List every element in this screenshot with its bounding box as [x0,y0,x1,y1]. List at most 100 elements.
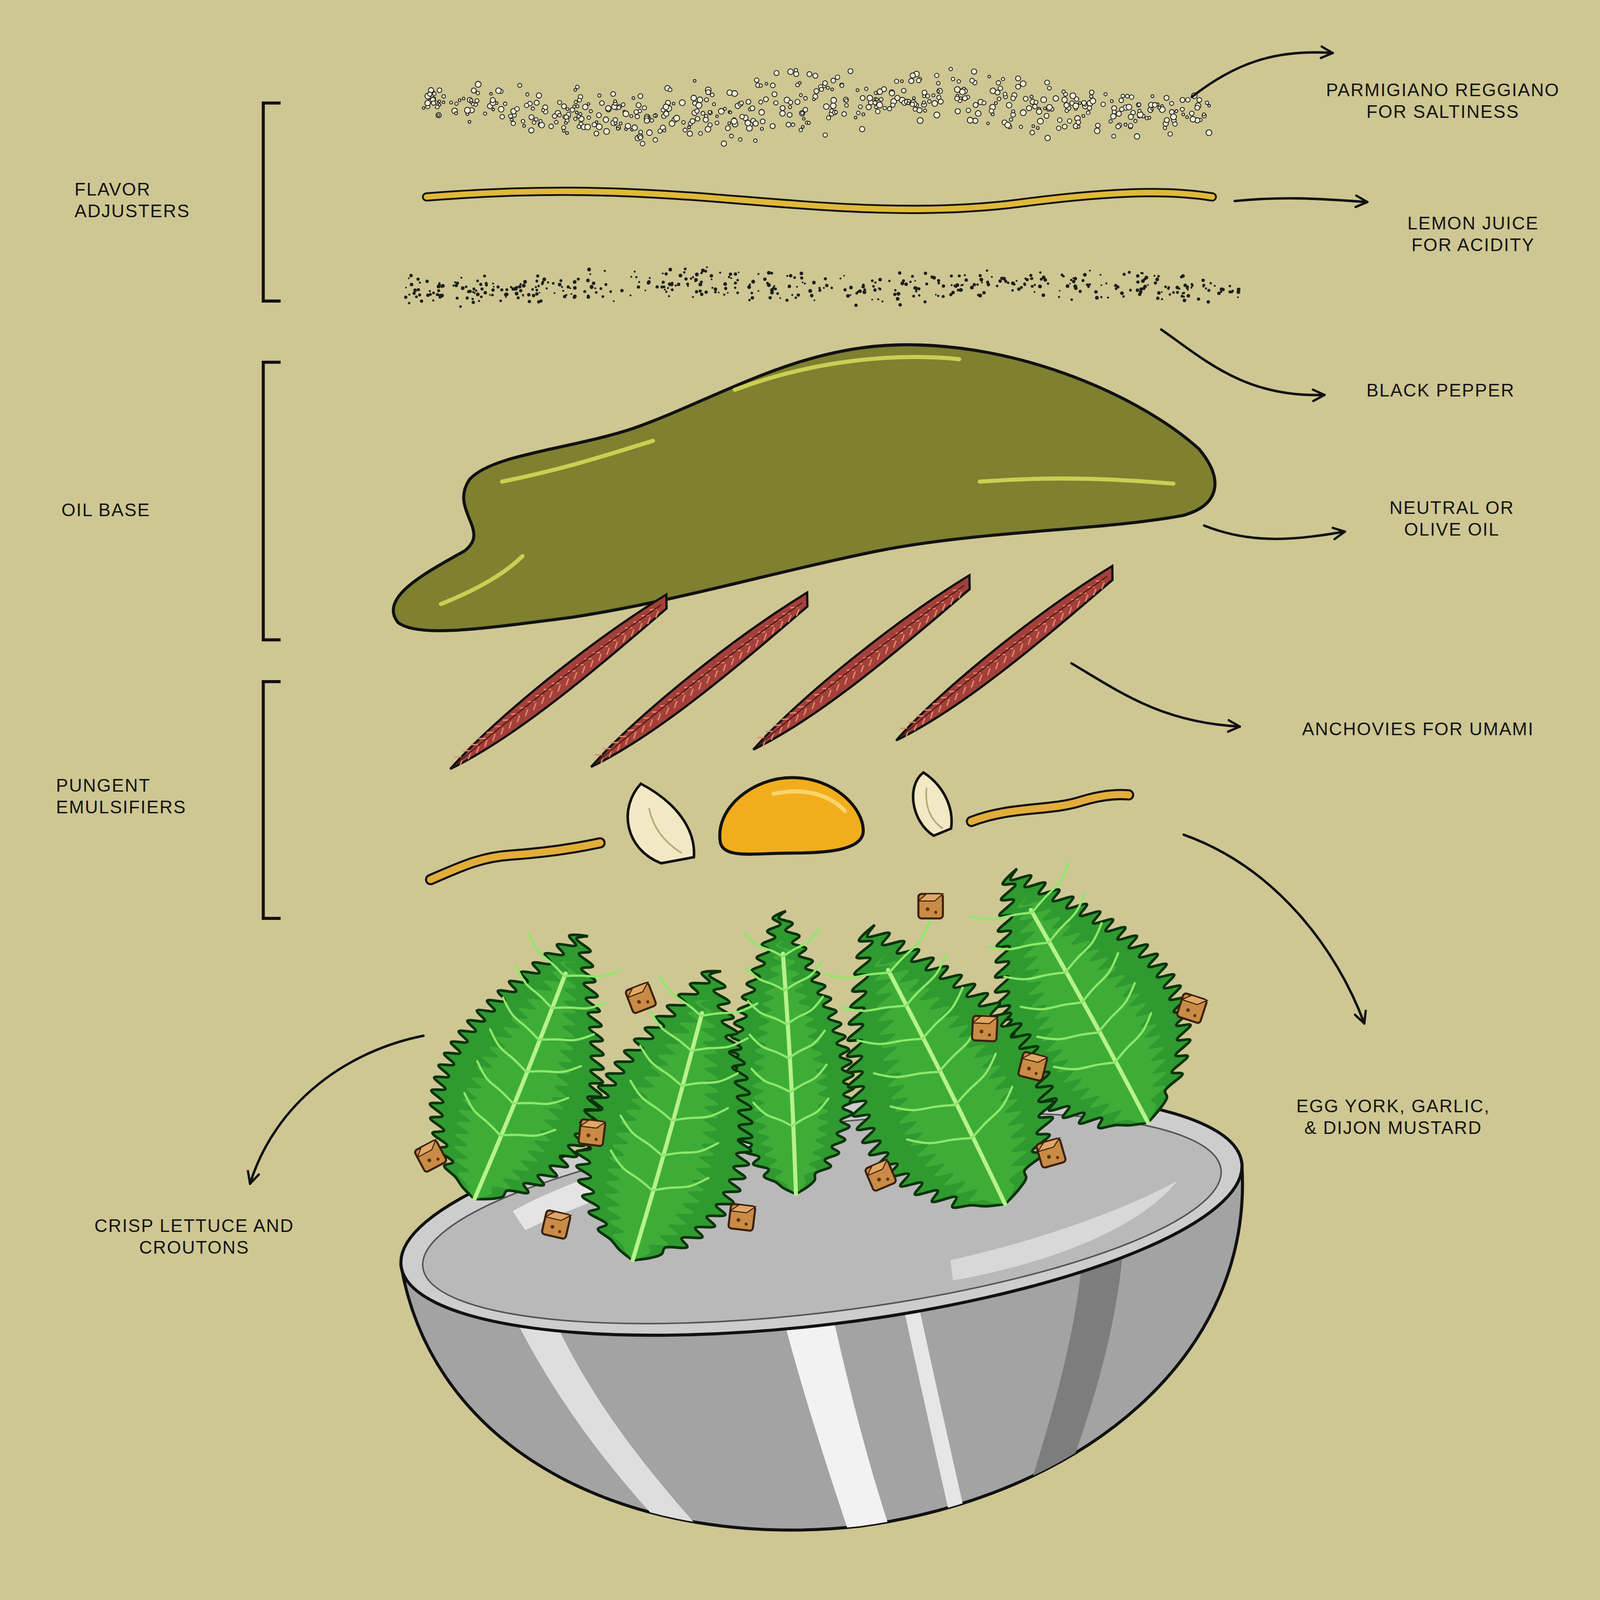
crouton-top [1021,1051,1048,1064]
cheese-crumb [962,95,968,101]
cheese-crumb [1040,96,1047,103]
cheese-crumb [997,97,1001,101]
leaf-vein [746,965,785,993]
pepper-grain [979,277,984,282]
cheese-crumb [731,118,738,125]
cheese-crumb [1009,117,1013,122]
pepper-grain [874,281,877,284]
anchovy [442,591,678,776]
cheese-crumb [1185,115,1189,119]
cheese-crumb [867,95,873,102]
cheese-crumb [1090,97,1096,104]
cheese-crumb [967,117,974,124]
pepper-grain [937,294,940,298]
leader-arrow [1234,198,1368,202]
pepper-grain [785,298,789,302]
pepper-grain [757,272,760,276]
crouton-speck [885,1177,890,1182]
leaf-vein [671,1094,728,1135]
pepper-grain [737,271,740,274]
pepper-grain [1029,273,1033,277]
cheese-crumb [662,129,667,133]
cheese-crumb [679,99,686,106]
cheese-crumb [1136,102,1141,108]
cheese-crumb [573,116,577,121]
cheese-crumb [973,102,979,108]
pepper-grain [538,291,541,294]
cheese-crumb [826,115,831,120]
pepper-grain [472,287,476,291]
cheese-crumb [632,96,635,100]
leaf-vein [513,1079,569,1122]
cheese-crumb [690,118,696,124]
cheese-crumb [437,88,442,93]
pepper-grain [663,288,666,291]
cheese-crumb [474,102,478,107]
crouton [728,1203,756,1231]
anchovy-body [583,588,819,774]
cheese-crumb [848,68,854,74]
pepper-grain [1228,284,1232,288]
cheese-crumb [565,131,569,135]
pepper-grain [953,284,957,288]
pepper-grain [471,300,475,304]
cheese-crumb [876,102,883,108]
cheese-crumb [931,100,938,107]
pepper-grain [455,281,459,285]
cheese-crumb [534,100,540,106]
yolk-highlight [773,791,845,812]
cheese-crumb [613,117,618,123]
cheese-crumb [422,106,425,110]
pepper-grain [492,285,495,288]
pepper-grain [1069,282,1072,285]
cheese-crumb [669,120,676,127]
cheese-crumb [875,97,879,101]
cheese-crumb [876,88,883,95]
cheese-crumb [1064,108,1069,113]
pepper-grain [1038,284,1042,289]
pepper-grain [664,272,668,276]
crouton-speck [744,1222,749,1227]
cheese-crumb [812,73,818,79]
pepper-grain [964,278,969,282]
pepper-grain [1168,293,1171,296]
pepper-grain [713,287,718,292]
pepper-grain [918,293,921,297]
cheese-crumb [823,103,830,110]
bracket [263,362,281,640]
cheese-crumb [698,131,703,136]
cheese-crumb [1047,86,1052,91]
cheese-crumb [934,73,939,78]
crouton-speck [1034,1071,1038,1076]
pepper-grain [1183,283,1188,288]
leaf-vein [788,1064,828,1093]
pepper-grain [878,277,882,282]
leaf-vein [1069,953,1131,1003]
pepper-grain [766,270,771,275]
crouton-speck [736,1217,741,1223]
leaf-vein [623,1080,680,1121]
cheese-crumb [1196,97,1202,103]
pepper-grain [453,281,457,284]
cheese-crumb [1110,113,1116,120]
pepper-grain [644,289,647,292]
pepper-grain [1140,271,1143,275]
cheese-crumb [826,86,830,90]
cheese-crumb [578,121,583,126]
pepper-grain [901,279,905,283]
pepper-grain [460,276,462,279]
pepper-grain [985,269,989,272]
pepper-grain [523,279,528,284]
pepper-grain [1180,275,1183,279]
pepper-grain [881,300,884,303]
pepper-grain [1030,277,1032,280]
pepper-grain [1191,284,1194,287]
leaf-vein [538,1016,594,1059]
pepper-grain [1141,279,1145,283]
cheese-crumb [1023,96,1029,102]
pepper-grain [435,293,439,297]
pepper-grain [898,303,902,307]
pepper-grain [711,286,714,290]
cheese-crumb [687,125,691,129]
cheese-crumb [975,110,981,117]
